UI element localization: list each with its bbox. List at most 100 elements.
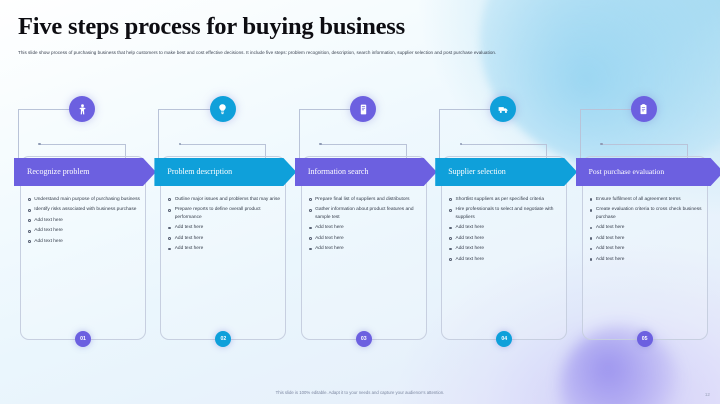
bullet-marker-icon [589,208,593,212]
list-item: Prepare final list of suppliers and dist… [308,196,424,203]
step-card-2: 02 [160,156,287,347]
bullet-label: Prepare reports to define overall produc… [174,207,261,220]
bullet-label: Identify risks associated with business … [34,207,137,213]
list-item: Add text here [168,235,283,242]
bullet-label: Add text here [595,246,625,252]
delivery-truck-icon [490,96,517,122]
list-item: Add text here [589,235,705,242]
list-item: Understand main purpose of purchasing bu… [28,196,143,203]
bullet-marker-icon [308,226,312,230]
bullet-label: Add text here [595,235,625,241]
bullet-marker-icon [168,247,172,251]
list-item: Shortlist suppliers as per specified cri… [449,196,564,203]
bullet-marker-icon [168,198,172,202]
bullet-marker-icon [168,226,172,230]
steps-container: 01 Recognize problem Understand main pur… [14,96,712,347]
list-item: Add text here [28,238,143,245]
step-number-badge-3: 03 [355,331,372,347]
bullet-label: Add text here [174,235,204,241]
list-item: Ensure fulfilment of all agreement terms [589,196,705,203]
bullet-label: Hire professionals to select and negotia… [455,207,554,220]
step-column-3: 03 Information search Prepare final list… [295,96,431,347]
step-bullets-5: Ensure fulfilment of all agreement terms… [589,196,705,266]
step-number-badge-2: 02 [215,331,232,347]
bullet-label: Add text here [34,228,63,234]
step-banner-5[interactable]: Post purchase evaluation [576,158,720,186]
connector-inner-1 [40,144,126,170]
list-item: Outline major issues and problems that m… [168,196,283,203]
bullet-label: Add text here [34,217,63,223]
bullet-marker-icon [449,247,453,251]
step-banner-2[interactable]: Problem description [154,158,296,186]
page-number: 12 [704,392,710,397]
list-item: Add text here [28,217,143,224]
document-search-icon [350,96,377,122]
footer-note: This slide is 100% editable. Adapt it to… [275,390,445,395]
clipboard-check-icon [630,96,657,122]
list-item: Add text here [168,224,283,231]
bullet-marker-icon [449,258,453,261]
bullet-label: Add text here [595,225,625,231]
bullet-marker-icon [168,237,172,240]
list-item: Add text here [168,245,283,252]
bullet-marker-icon [308,247,312,251]
step-bullets-1: Understand main purpose of purchasing bu… [28,196,143,248]
step-card-1: 01 [20,156,146,347]
bullet-label: Add text here [174,246,204,252]
bullet-label: Add text here [315,235,344,241]
person-icon [69,96,96,122]
bullet-marker-icon [449,226,453,230]
bullet-marker-icon [168,208,172,212]
bullet-marker-icon [28,198,31,202]
list-item: Create evaluation criteria to cross chec… [589,206,705,221]
step-card-4: 04 [441,156,568,347]
step-title-5: Post purchase evaluation [588,166,665,176]
bullet-label: Add text here [455,235,485,241]
step-bullets-2: Outline major issues and problems that m… [168,196,283,256]
bullet-label: Outline major issues and problems that m… [174,197,281,202]
step-banner-4[interactable]: Supplier selection [435,158,577,186]
step-card-3: 03 [300,156,427,347]
list-item: Add text here [28,227,143,234]
step-bullets-4: Shortlist suppliers as per specified cri… [449,196,564,266]
connector-outer-2 [158,109,221,171]
step-title-1: Recognize problem [27,166,90,176]
page-title: Five steps process for buying business [18,13,405,40]
bullet-marker-icon [28,208,31,212]
list-item: Add text here [449,235,564,242]
bullet-label: Prepare final list of suppliers and dist… [315,197,410,202]
list-item: Add text here [449,256,564,263]
list-item: Add text here [589,245,705,252]
bullet-marker-icon [449,198,453,202]
step-column-1: 01 Recognize problem Understand main pur… [14,96,150,347]
bullet-label: Add text here [455,246,485,252]
list-item: Gather information about product feature… [308,206,424,221]
bullet-label: Ensure fulfilment of all agreement terms [595,197,681,202]
bullet-label: Add text here [174,225,204,231]
list-item: Identify risks associated with business … [28,206,143,213]
step-banner-3[interactable]: Information search [295,158,437,186]
connector-outer-3 [298,109,361,171]
step-column-4: 04 Supplier selection Shortlist supplier… [435,96,571,347]
step-number-badge-4: 04 [496,331,513,347]
bullet-marker-icon [28,240,31,244]
lightbulb-icon [209,96,236,122]
bullet-label: Create evaluation criteria to cross chec… [595,207,702,220]
step-bullets-3: Prepare final list of suppliers and dist… [308,196,424,256]
bullet-marker-icon [28,229,31,233]
connector-outer-4 [439,109,502,171]
step-banner-1[interactable]: Recognize problem [14,158,156,186]
list-item: Add text here [308,245,424,252]
bullet-label: Add text here [595,256,625,262]
bullet-marker-icon [308,237,312,240]
bullet-label: Add text here [315,225,344,231]
bullet-marker-icon [449,208,453,212]
connector-inner-2 [180,144,267,170]
bullet-marker-icon [589,258,593,261]
step-title-2: Problem description [167,166,233,176]
list-item: Add text here [449,245,564,252]
slide-header: Five steps process for buying business T… [18,13,690,57]
bullet-marker-icon [308,208,312,212]
list-item: Add text here [589,256,705,263]
